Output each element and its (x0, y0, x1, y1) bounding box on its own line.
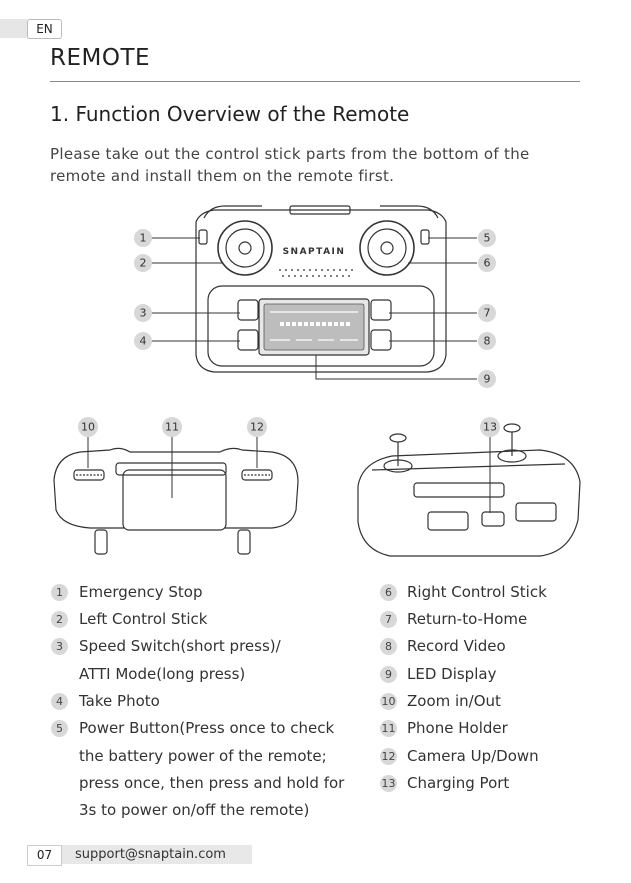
callout-number: 4 (140, 335, 147, 348)
brand-logo: SNAPTAIN (283, 247, 346, 257)
title-divider (50, 81, 580, 82)
legend-label: Right Control Stick (407, 583, 547, 601)
footer-bar (27, 845, 252, 864)
legend-label: Phone Holder (407, 719, 508, 737)
remote-top-view (195, 205, 447, 373)
callout-number: 2 (140, 257, 147, 270)
callout-number: 10 (81, 421, 95, 434)
legend-label: the battery power of the remote; (79, 747, 327, 765)
legend-label: press once, then press and hold for (79, 774, 345, 792)
remote-front-view (53, 447, 299, 555)
legend-badge: 7 (380, 611, 397, 628)
legend-badge: 10 (380, 693, 397, 710)
remote-angled-view (357, 423, 581, 557)
callout-number: 8 (484, 335, 491, 348)
legend-label: Return-to-Home (407, 610, 528, 628)
legend-label: Camera Up/Down (407, 747, 539, 765)
callout-number: 9 (484, 373, 491, 386)
legend-badge: 13 (380, 775, 397, 792)
section-title: 1. Function Overview of the Remote (50, 102, 410, 126)
callout-number: 12 (250, 421, 264, 434)
callout-number: 1 (140, 232, 147, 245)
legend-badge: 2 (51, 611, 68, 628)
callout-number: 11 (165, 421, 179, 434)
legend-label: Charging Port (407, 774, 510, 792)
legend-badge: 1 (51, 584, 68, 601)
legend-badge: 5 (51, 720, 68, 737)
callout-numbers: 1 2 3 4 5 6 7 8 9 10 11 12 13 (81, 232, 497, 434)
legend-badge: 11 (380, 720, 397, 737)
legend-label: ATTI Mode(long press) (79, 665, 246, 683)
callout-number: 3 (140, 307, 147, 320)
leader-lines-top (151, 237, 477, 380)
leader-lines-front (87, 436, 258, 498)
speaker-grille (279, 269, 353, 277)
language-tab: EN (27, 19, 62, 39)
legend-label: Zoom in/Out (407, 692, 501, 710)
legend-label: Take Photo (79, 692, 160, 710)
header-tab-bar (0, 19, 27, 38)
callout-number: 13 (483, 421, 497, 434)
remote-diagrams: SNAPTAIN (53, 205, 581, 557)
legend-label: Emergency Stop (79, 583, 203, 601)
callout-number: 5 (484, 232, 491, 245)
intro-text: Please take out the control stick parts … (50, 145, 530, 185)
legend-badge: 3 (51, 638, 68, 655)
legend-label: Speed Switch(short press)/ (79, 637, 281, 655)
legend-label: Power Button(Press once to check (79, 719, 335, 737)
legend-label: Left Control Stick (79, 610, 208, 628)
legend-label: 3s to power on/off the remote) (79, 801, 310, 819)
lcd-segments (270, 311, 358, 341)
legend-label: Record Video (407, 637, 506, 655)
support-email: support@snaptain.com (75, 847, 226, 862)
callout-number: 6 (484, 257, 491, 270)
callouts (78, 229, 500, 437)
legend-badge: 6 (380, 584, 397, 601)
legend-badge: 12 (380, 748, 397, 765)
legend-badge: 8 (380, 638, 397, 655)
legend-badge: 4 (51, 693, 68, 710)
callout-number: 7 (484, 307, 491, 320)
page-title: REMOTE (50, 45, 151, 71)
page-number: 07 (27, 845, 62, 866)
legend-label: LED Display (407, 665, 497, 683)
legend-badge: 9 (380, 666, 397, 683)
